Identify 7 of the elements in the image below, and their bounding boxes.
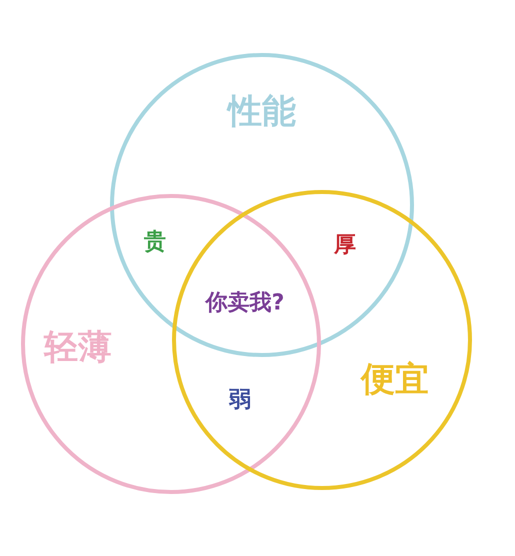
set-label: 便宜 [361,360,429,400]
overlap-label: 你卖我? [206,290,284,316]
overlap-label: 弱 [229,387,251,413]
set-label: 轻薄 [44,328,112,368]
set-label: 性能 [228,92,296,132]
overlap-label: 厚 [334,232,356,258]
overlap-label: 贵 [144,229,166,255]
